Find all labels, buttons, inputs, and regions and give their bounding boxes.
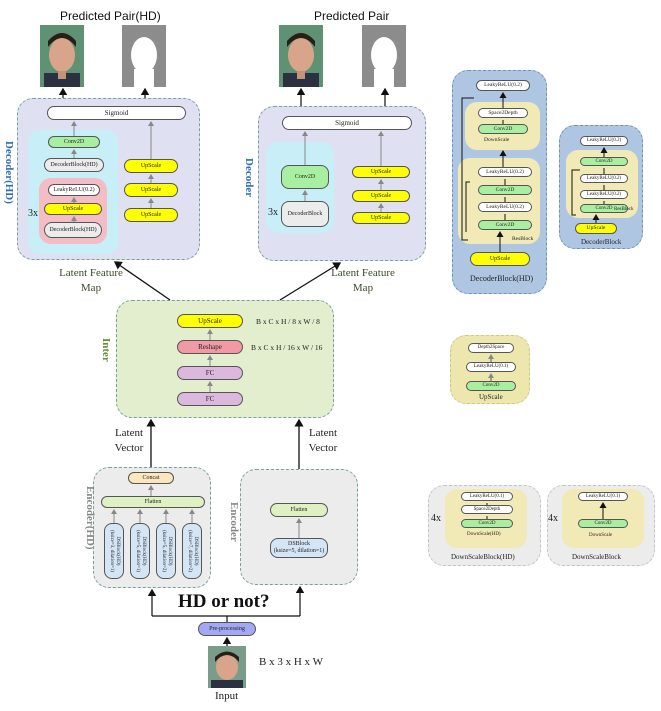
decoder-conv2d: Conv2D xyxy=(281,165,329,189)
dbhd-caption: DecoderBlock(HD) xyxy=(470,274,534,283)
encoder-hd-dsblock-3: DSBlock(HD) (ksize=5, dilation=2) xyxy=(156,523,176,579)
db-conv2d-b: Conv2D xyxy=(580,204,628,213)
decoder-repeat: 3x xyxy=(268,207,278,218)
decoder-hd-decoderblock-1: DecoderBlock(HD) xyxy=(44,158,104,172)
decoder-sigmoid: Sigmoid xyxy=(282,116,412,130)
db-leaky-1: LeakyReLU(0.2) xyxy=(580,174,628,183)
dshd-caption: DownScaleBlock(HD) xyxy=(451,553,515,561)
ds-caption: DownScaleBlock xyxy=(572,553,621,561)
decoder-hd-right-upscale-1: UpScale xyxy=(124,159,178,173)
dbhd-conv2d-b: Conv2D xyxy=(478,220,532,230)
latent-vector-left: Latent Vector xyxy=(114,427,144,454)
decoder-hd-leaky: LeakyReLU(0.2) xyxy=(48,184,100,196)
decoder-hd-sigmoid: Sigmoid xyxy=(47,106,186,120)
dshd-space2depth: Space2Depth xyxy=(461,505,513,514)
decoder-decoderblock: DecoderBlock xyxy=(281,201,329,227)
dbhd-conv2d: Conv2D xyxy=(478,124,528,134)
inter-fc-2: FC xyxy=(177,392,243,406)
preprocessing-box: Pre-processing xyxy=(198,622,256,636)
encoder-hd-concat: Concat xyxy=(128,472,174,484)
us-leaky: LeakyReLU(0.1) xyxy=(466,362,516,372)
dbhd-conv2d-a: Conv2D xyxy=(478,185,532,195)
input-label: Input xyxy=(215,690,239,702)
db-resblock-caption: ResBlock xyxy=(614,207,634,212)
input-shape: B x 3 x H x W xyxy=(259,656,323,668)
db-upscale: UpScale xyxy=(575,223,617,234)
dshd-repeat: 4x xyxy=(431,513,441,524)
decoder-right-upscale-2: UpScale xyxy=(352,190,410,202)
latent-feature-map-left: Latent Feature Map xyxy=(59,267,123,294)
us-conv2d: Conv2D xyxy=(466,381,516,391)
dshd-inner-caption: DownScale(HD) xyxy=(467,532,501,537)
predicted-pair-title: Predicted Pair xyxy=(314,9,390,23)
inter-fc-1: FC xyxy=(177,366,243,380)
decoder-hd-repeat: 3x xyxy=(28,208,38,219)
db-conv2d-a: Conv2D xyxy=(580,157,628,166)
dbhd-downscale-caption: DownScale xyxy=(484,137,510,143)
inter-reshape: Reshape xyxy=(177,340,243,354)
us-caption: UpScale xyxy=(479,393,503,401)
dbhd-resblock-caption: ResBlock xyxy=(512,236,534,242)
encoder-hd-dsblock-1: DSBlock(HD) (ksize=3, dilation=1) xyxy=(104,523,124,579)
decoder-hd-decoderblock-2: DecoderBlock(HD) xyxy=(44,222,102,238)
dbhd-upscale: UpScale xyxy=(470,252,530,266)
ds-leaky: LeakyReLU(0.1) xyxy=(578,492,628,501)
decoder-right-upscale-1: UpScale xyxy=(352,166,410,178)
inter-shape-1: B x C x H / 8 x W / 8 xyxy=(256,317,320,326)
decoder-hd-conv2d: Conv2D xyxy=(48,136,100,148)
encoder-flatten: Flatten xyxy=(270,503,328,517)
dshd-leaky: LeakyReLU(0.1) xyxy=(461,492,513,501)
encoder-dsblock: DSBlock (ksize=5, dilation=1) xyxy=(270,538,328,558)
decoder-hd-right-upscale-3: UpScale xyxy=(124,208,178,222)
predicted-mask xyxy=(362,25,406,87)
db-leaky-top: LeakyReLU(0.2) xyxy=(580,136,628,146)
dbhd-leaky-top: LeakyReLU(0.2) xyxy=(476,80,530,91)
inter-upscale: UpScale xyxy=(177,314,243,328)
dbhd-leaky-1: LeakyReLU(0.2) xyxy=(478,167,532,177)
db-caption: DecoderBlock xyxy=(581,238,622,246)
predicted-mask-hd xyxy=(122,25,166,87)
latent-vector-right: Latent Vector xyxy=(308,427,338,454)
encoder-hd-flatten: Flatten xyxy=(101,496,205,508)
predicted-pair-hd-title: Predicted Pair(HD) xyxy=(60,9,161,23)
encoder-hd-dsblock-2: DSBlock(HD) (ksize=5, dilation=1) xyxy=(130,523,150,579)
predicted-face xyxy=(279,25,323,87)
dshd-conv2d: Conv2D xyxy=(461,519,513,528)
ds-conv2d: Conv2D xyxy=(578,519,628,528)
decoder-right-upscale-3: UpScale xyxy=(352,212,410,224)
predicted-face-hd xyxy=(40,25,84,87)
encoder-hd-dsblock-4: DSBlock(HD) (ksize=7, dilation=2) xyxy=(182,523,202,579)
db-leaky-2: LeakyReLU(0.2) xyxy=(580,190,628,199)
ds-repeat: 4x xyxy=(548,513,558,524)
inter-shape-2: B x C x H / 16 x W / 16 xyxy=(251,343,323,352)
hd-or-not-label: HD or not? xyxy=(178,591,270,612)
us-depth2space: Depth2Space xyxy=(468,343,514,353)
dbhd-leaky-2: LeakyReLU(0.2) xyxy=(478,202,532,212)
dbhd-space2depth: Space2Depth xyxy=(478,108,528,118)
ds-inner-caption: DownScale xyxy=(589,533,613,538)
decoder-hd-right-upscale-2: UpScale xyxy=(124,183,178,197)
input-face xyxy=(208,646,246,688)
decoder-hd-upscale: UpScale xyxy=(44,203,102,215)
